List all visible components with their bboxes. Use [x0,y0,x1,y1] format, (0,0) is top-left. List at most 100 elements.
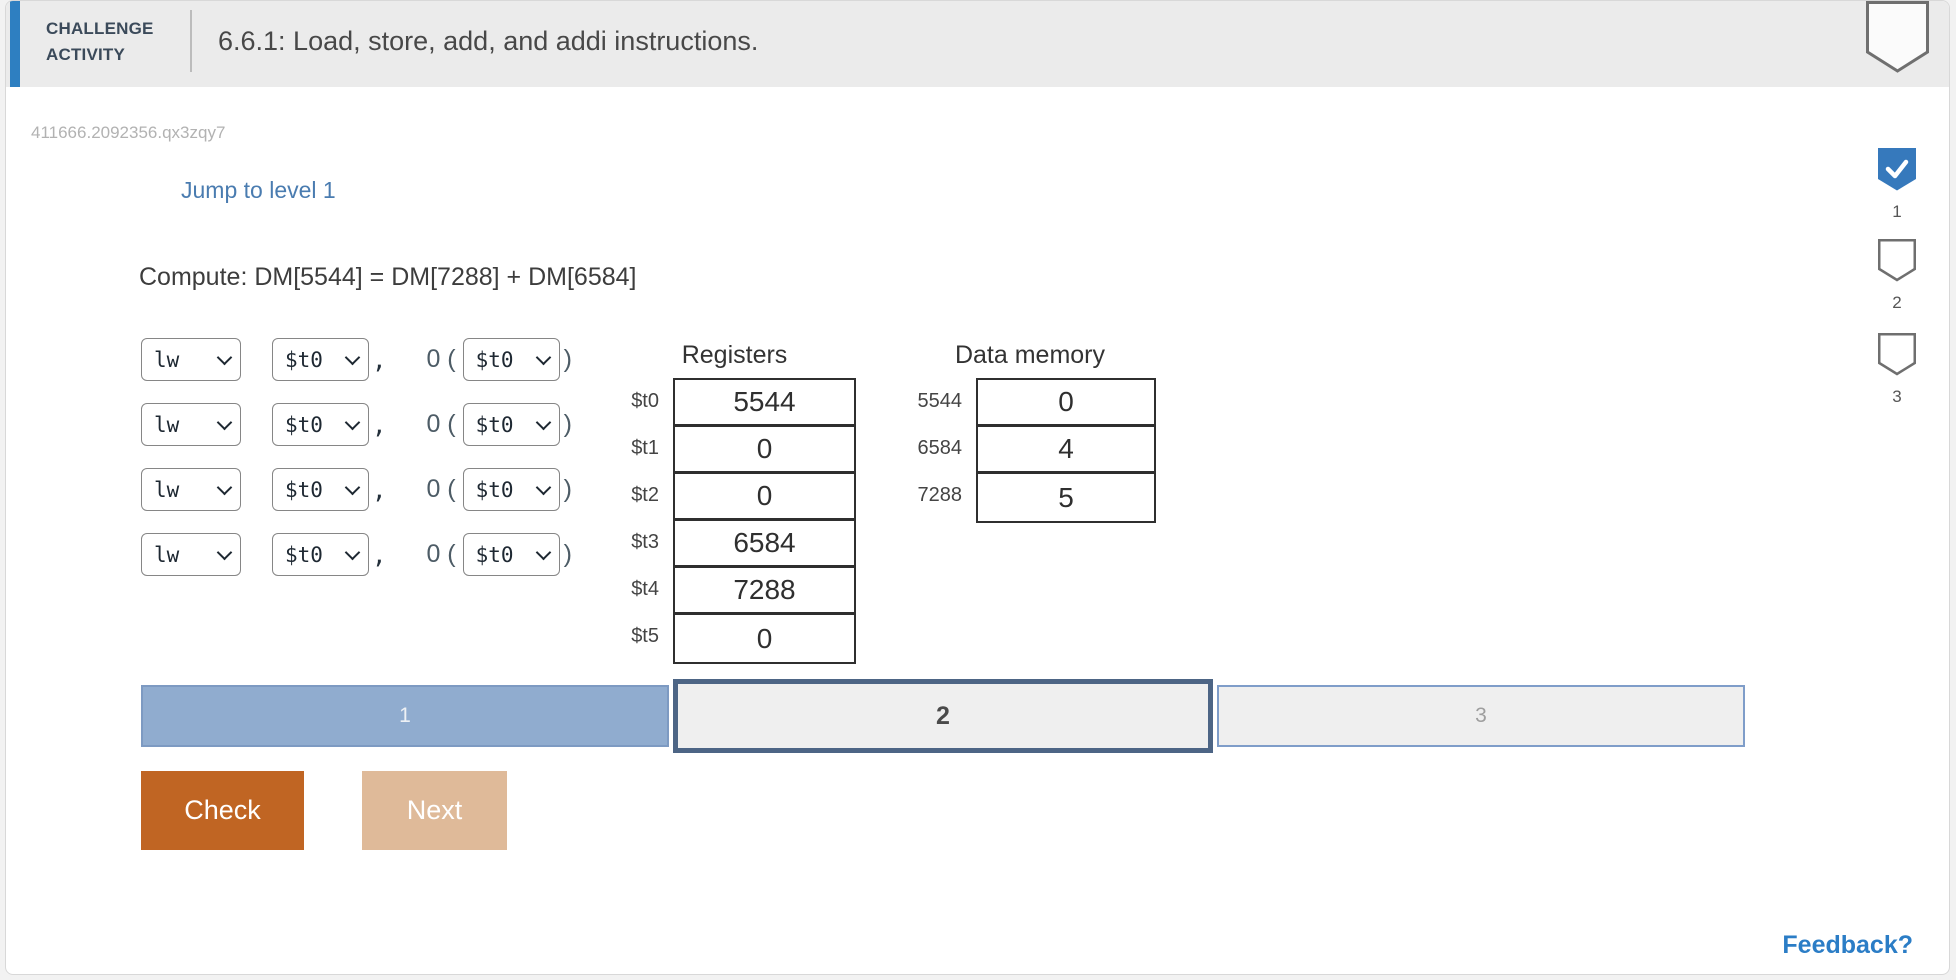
chevron-down-icon [216,349,233,365]
offset-text: 0 ( [426,410,456,438]
level-marker-number: 2 [1892,293,1902,312]
page-title: 6.6.1: Load, store, add, and addi instru… [218,26,759,56]
chevron-down-icon [344,349,361,365]
memory-value: 4 [978,427,1154,474]
activity-card: CHALLENGE ACTIVITY 6.6.1: Load, store, a… [5,0,1950,975]
instruction-row: lw $t0 , 0 ( $t0 ) [141,468,572,511]
challenge-header: CHALLENGE ACTIVITY 6.6.1: Load, store, a… [6,1,1949,87]
rt-register-select[interactable]: $t0 [272,468,369,511]
opcode-value: lw [154,347,180,372]
level-marker-3: 3 [1878,333,1916,407]
instruction-row: lw $t0 , 0 ( $t0 ) [141,533,572,576]
chevron-down-icon [344,544,361,560]
level-marker-number: 1 [1892,202,1902,221]
base-value: $t0 [475,542,514,567]
jump-to-level-link[interactable]: Jump to level 1 [181,177,336,203]
check-button[interactable]: Check [141,771,304,850]
chevron-down-icon [216,544,233,560]
rt-value: $t0 [285,347,323,372]
opcode-select[interactable]: lw [141,403,241,446]
header-accent-bar [10,1,20,87]
opcode-select[interactable]: lw [141,338,241,381]
problem-prompt: Compute: DM[5544] = DM[7288] + DM[6584] [139,263,637,291]
memory-address-label: 6584 [917,437,963,459]
opcode-select[interactable]: lw [141,533,241,576]
register-label: $t5 [631,625,659,647]
level-marker-2: 2 [1878,239,1916,313]
close-paren-text: ) [563,475,572,503]
progress-segment-label: 2 [936,701,950,730]
offset-text: 0 ( [426,345,456,373]
opcode-select[interactable]: lw [141,468,241,511]
register-value: 0 [675,474,854,521]
registers-title: Registers [681,341,788,369]
close-paren-text: ) [563,410,572,438]
chevron-down-icon [344,479,361,495]
comma-text: , [372,475,387,504]
base-register-select[interactable]: $t0 [462,533,560,576]
memory-address-label: 5544 [917,390,963,412]
chevron-down-icon [344,414,361,430]
chevron-down-icon [535,479,551,495]
base-value: $t0 [475,412,514,437]
base-value: $t0 [475,347,514,372]
offset-text: 0 ( [426,475,456,503]
level-pennant-icon [1878,239,1916,282]
offset-text: 0 ( [426,540,456,568]
rt-register-select[interactable]: $t0 [272,533,369,576]
close-paren-text: ) [563,345,572,373]
instruction-row: lw $t0 , 0 ( $t0 ) [141,338,572,381]
chevron-down-icon [216,479,233,495]
comma-text: , [372,410,387,439]
kicker-line-1: CHALLENGE [46,19,154,38]
header-divider [190,10,192,72]
progress-segment-2: 2 [673,679,1213,753]
register-value: 5544 [675,380,854,427]
register-label: $t2 [631,484,659,506]
rt-register-select[interactable]: $t0 [272,403,369,446]
register-value: 0 [675,427,854,474]
chevron-down-icon [535,544,551,560]
challenge-activity-label: CHALLENGE ACTIVITY [46,16,154,68]
opcode-value: lw [154,477,180,502]
level-marker-1: 1 [1878,148,1916,222]
level-complete-pennant-icon [1878,148,1916,191]
register-value: 0 [675,615,854,662]
register-label: $t3 [631,531,659,553]
feedback-link[interactable]: Feedback? [1782,931,1913,959]
instruction-row: lw $t0 , 0 ( $t0 ) [141,403,572,446]
memory-value: 0 [978,380,1154,427]
rt-value: $t0 [285,477,323,502]
close-paren-text: ) [563,540,572,568]
activity-id: 411666.2092356.qx3zqy7 [31,123,226,142]
data-memory-table: Data memory 5544 6584 7288 0 4 5 [904,341,1156,523]
progress-segment-label: 1 [399,704,411,727]
register-label: $t1 [631,437,659,459]
data-memory-title: Data memory [954,341,1106,369]
level-marker-number: 3 [1892,387,1902,406]
opcode-value: lw [154,412,180,437]
progress-segment-1: 1 [141,685,669,747]
comma-text: , [372,540,387,569]
opcode-value: lw [154,542,180,567]
register-value: 7288 [675,568,854,615]
next-button[interactable]: Next [362,771,507,850]
rt-value: $t0 [285,412,323,437]
memory-value: 5 [978,474,1154,521]
chevron-down-icon [535,414,551,430]
progress-segment-3: 3 [1217,685,1745,747]
base-value: $t0 [475,477,514,502]
progress-segment-label: 3 [1475,704,1487,727]
base-register-select[interactable]: $t0 [462,403,560,446]
register-label: $t0 [631,390,659,412]
base-register-select[interactable]: $t0 [462,338,560,381]
register-label: $t4 [631,578,659,600]
comma-text: , [372,345,387,374]
rt-value: $t0 [285,542,323,567]
kicker-line-2: ACTIVITY [46,45,126,64]
registers-table: Registers $t0 $t1 $t2 $t3 $t4 $t5 5544 0… [613,341,856,664]
base-register-select[interactable]: $t0 [462,468,560,511]
rt-register-select[interactable]: $t0 [272,338,369,381]
chevron-down-icon [535,349,551,365]
memory-address-label: 7288 [917,484,963,506]
